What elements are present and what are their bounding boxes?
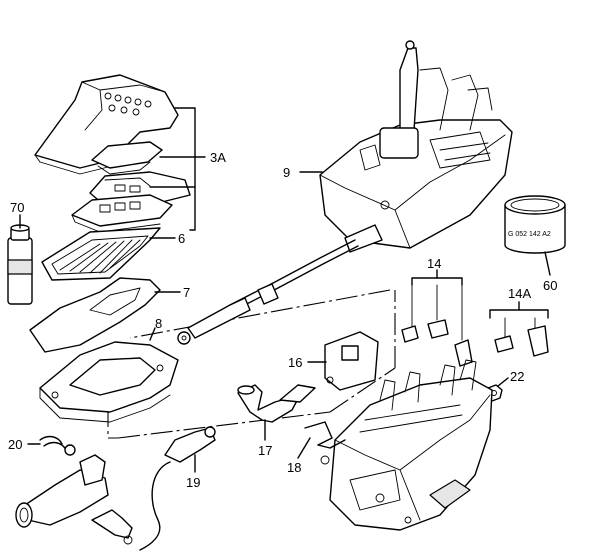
part-14a-clips bbox=[489, 301, 549, 357]
assembly-boundary-line bbox=[107, 289, 396, 439]
part-9-shift-housing bbox=[299, 40, 513, 253]
part-7-gasket-plate bbox=[29, 277, 181, 353]
part-20-ignition-lock bbox=[15, 435, 133, 545]
label-7: 7 bbox=[183, 285, 190, 300]
part-3a-trim-covers bbox=[34, 74, 206, 233]
part-18-spring-clip bbox=[297, 421, 346, 459]
label-18: 18 bbox=[287, 460, 301, 475]
label-22: 22 bbox=[510, 369, 524, 384]
part-14-clips bbox=[401, 269, 473, 367]
part-60-marking: G 052 142 A2 bbox=[508, 231, 551, 238]
part-16-lock-solenoid bbox=[307, 331, 379, 391]
part-17-selector-lever bbox=[237, 384, 316, 441]
part-60-seal-ring: G 052 142 A2 bbox=[504, 195, 566, 276]
label-14: 14 bbox=[427, 256, 441, 271]
part-70-lubricant-can bbox=[7, 214, 33, 305]
label-3a: 3A bbox=[210, 150, 226, 165]
lower-selector-housing bbox=[320, 359, 493, 531]
label-19: 19 bbox=[186, 475, 200, 490]
part-19-cable-switch bbox=[139, 426, 216, 551]
label-9: 9 bbox=[283, 165, 290, 180]
label-17: 17 bbox=[258, 443, 272, 458]
part-8-mounting-frame bbox=[39, 327, 179, 423]
label-8: 8 bbox=[155, 316, 162, 331]
part-6-grille-mat bbox=[41, 227, 176, 281]
label-20: 20 bbox=[8, 437, 22, 452]
label-60: 60 bbox=[543, 278, 557, 293]
label-14a: 14A bbox=[508, 286, 531, 301]
selector-cable bbox=[177, 239, 359, 345]
label-16: 16 bbox=[288, 355, 302, 370]
label-6: 6 bbox=[178, 231, 185, 246]
label-70: 70 bbox=[10, 200, 24, 215]
